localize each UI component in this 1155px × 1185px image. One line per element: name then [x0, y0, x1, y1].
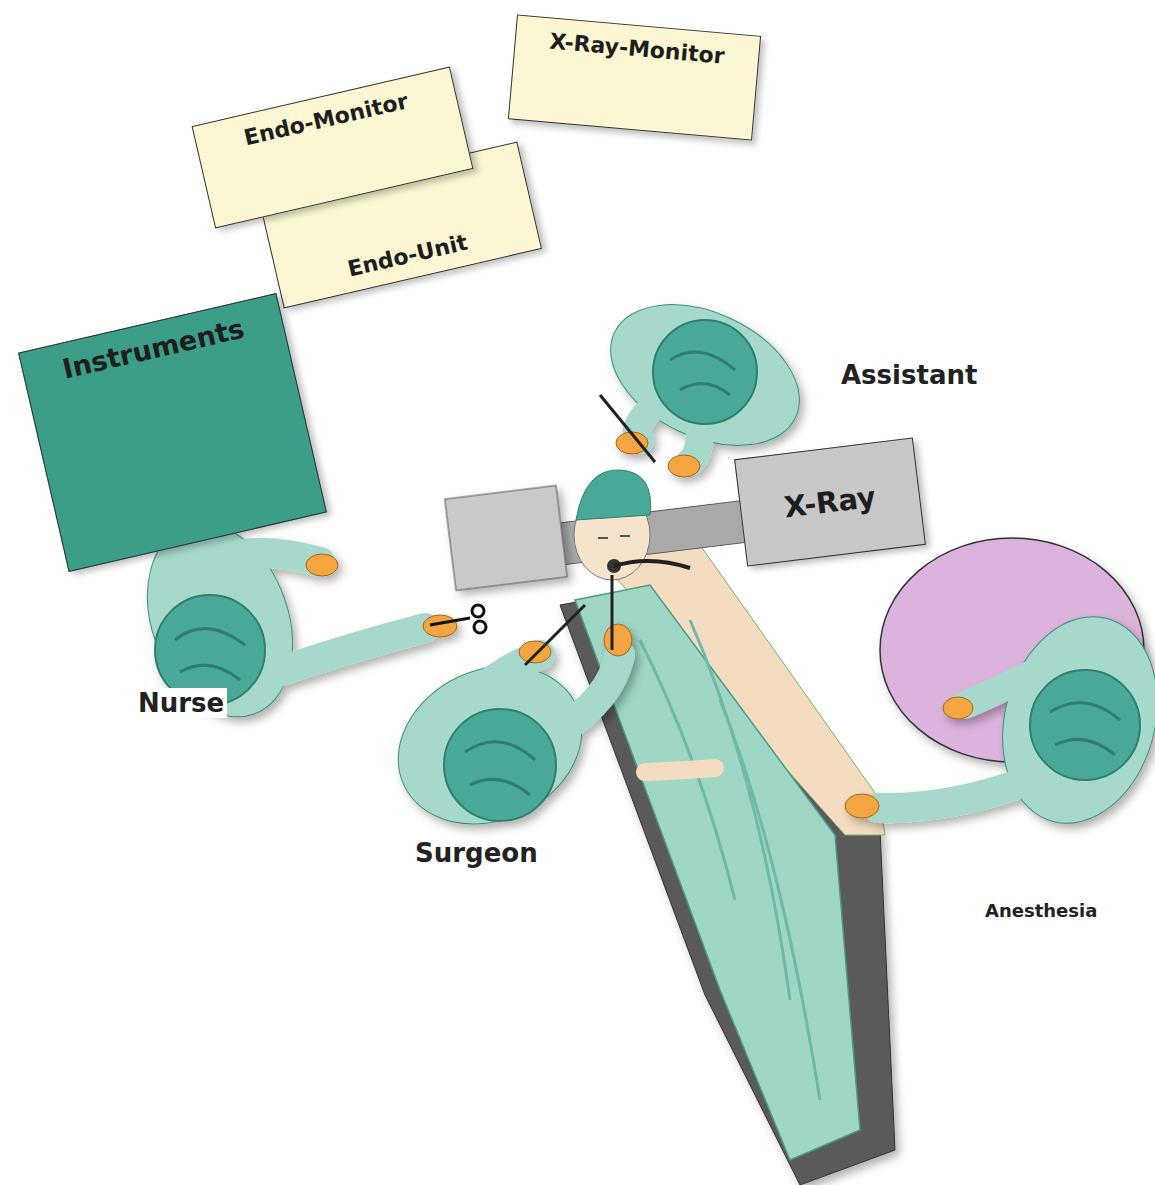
- patient-hand: [645, 768, 715, 772]
- box-label: Endo-Monitor: [242, 88, 411, 150]
- monitor-box: X-Ray-Monitor: [508, 15, 761, 141]
- assistant-instrument: [600, 395, 655, 462]
- box-label: X-Ray: [782, 480, 877, 525]
- patient-cap: [576, 470, 651, 520]
- role-label: Nurse: [135, 688, 227, 718]
- drape-folds: [640, 620, 820, 1100]
- role-label: Assistant: [838, 360, 980, 390]
- endoscope-cable: [614, 561, 690, 568]
- assistant-figure: [588, 277, 822, 477]
- role-label: Anesthesia: [982, 900, 1100, 921]
- surgeon-figure: [372, 624, 632, 853]
- role-label: Surgeon: [412, 838, 541, 868]
- anesthesia-figure: [845, 599, 1155, 841]
- x-ray-detector: [445, 486, 567, 591]
- scissors: [430, 605, 486, 633]
- box-label: X-Ray-Monitor: [548, 29, 725, 69]
- surgeon-instruments: [525, 575, 612, 665]
- box-label: Endo-Unit: [345, 230, 470, 282]
- instrument-table: Instruments: [18, 293, 327, 572]
- x-ray-unit: X-Ray: [734, 437, 926, 566]
- patient-eyes: [598, 536, 630, 538]
- box-label: Instruments: [59, 313, 247, 385]
